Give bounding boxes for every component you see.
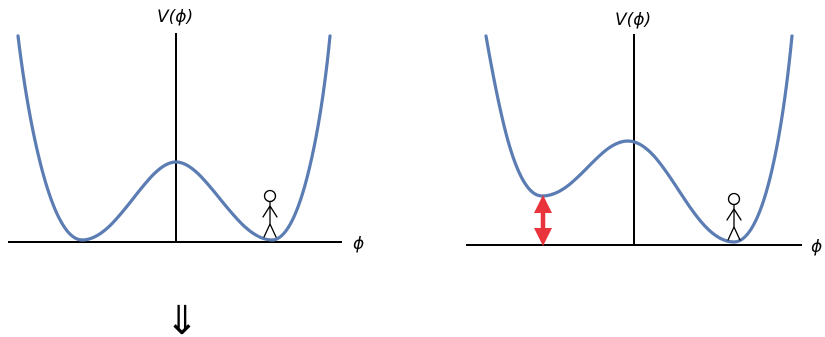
right-stick-figure: [726, 192, 742, 241]
left-field-label: ϕ: [353, 234, 364, 254]
left-panel: V(ϕ) ϕ ⇓: [8, 7, 364, 337]
left-potential-curve: [16, 34, 332, 242]
implies-arrow: ⇓: [165, 298, 199, 337]
right-potential-curve: [484, 34, 794, 244]
right-panel: V(ϕ) ϕ: [466, 10, 822, 257]
right-field-label: ϕ: [811, 237, 822, 257]
left-potential-label: V(ϕ): [157, 7, 193, 27]
right-potential-label: V(ϕ): [615, 10, 651, 30]
left-stick-figure: [262, 189, 278, 238]
